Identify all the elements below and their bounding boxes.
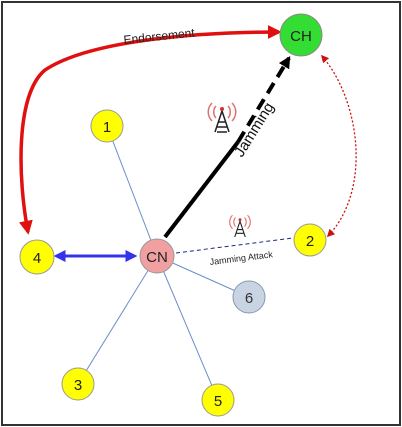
endorsement-arrow xyxy=(19,25,282,235)
node-3-label: 3 xyxy=(74,377,82,394)
node-6-label: 6 xyxy=(245,290,253,307)
radio-tower-icon xyxy=(229,214,251,238)
node-4: 4 xyxy=(19,239,55,275)
node-1: 1 xyxy=(90,109,124,143)
node-1-label: 1 xyxy=(103,119,111,136)
ch-to-2-dotted-link xyxy=(320,54,357,238)
node-cn: CN xyxy=(139,238,175,274)
jamming-attack-link xyxy=(175,237,294,254)
node-ch-label: CH xyxy=(290,28,312,45)
node-5: 5 xyxy=(201,383,235,417)
node-5-label: 5 xyxy=(214,393,222,410)
link-cn-3 xyxy=(77,255,158,385)
node-6: 6 xyxy=(232,280,266,314)
link-cn-5 xyxy=(156,255,219,401)
radio-tower-icon xyxy=(207,102,237,133)
node-2-label: 2 xyxy=(306,233,314,250)
node-cn-label: CN xyxy=(146,249,168,266)
node-4-label: 4 xyxy=(33,250,41,267)
node-2: 2 xyxy=(293,223,327,257)
node-ch: CH xyxy=(279,13,323,57)
node-3: 3 xyxy=(61,367,95,401)
